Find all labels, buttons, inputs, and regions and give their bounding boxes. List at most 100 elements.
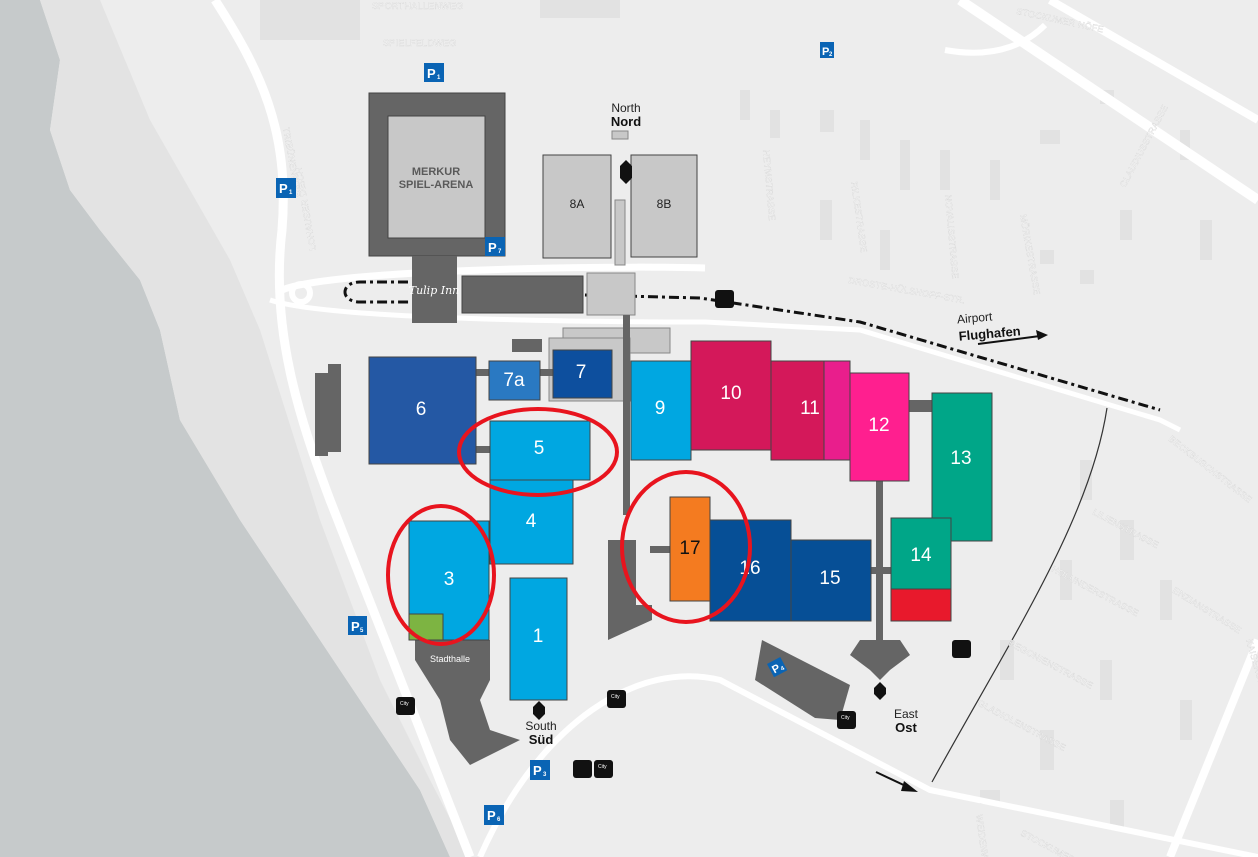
- svg-text:GLADIOLENSTRASSE: GLADIOLENSTRASSE: [976, 698, 1068, 753]
- hall-13[interactable]: 13: [931, 392, 993, 542]
- entrance-north[interactable]: North Nord: [611, 101, 641, 184]
- hall-12[interactable]: 12: [849, 372, 910, 482]
- building-west-1: [315, 373, 328, 456]
- svg-text:P: P: [279, 181, 288, 196]
- service-building: [461, 275, 584, 314]
- svg-text:KAISERSWERTHER STR.: KAISERSWERTHER STR.: [1244, 638, 1258, 749]
- svg-text:Airport: Airport: [956, 309, 993, 326]
- north-foyer: [586, 272, 636, 316]
- bus-icon: City: [396, 697, 415, 715]
- svg-text:7a: 7a: [503, 370, 525, 391]
- svg-text:Ost: Ost: [895, 720, 917, 735]
- hall-11[interactable]: 11: [770, 360, 851, 461]
- svg-text:City: City: [841, 715, 850, 721]
- river-water: [0, 0, 450, 857]
- svg-text:East: East: [894, 707, 919, 721]
- svg-text:Flughafen: Flughafen: [958, 323, 1021, 343]
- riverbank: [40, 0, 470, 857]
- highlight-circles: [386, 407, 752, 646]
- connector: [614, 199, 626, 266]
- svg-text:14: 14: [910, 545, 932, 566]
- svg-text:8B: 8B: [657, 197, 672, 211]
- svg-text:P: P: [822, 46, 829, 58]
- building-small: [512, 339, 542, 352]
- bus-icon: City: [594, 760, 613, 778]
- svg-text:1: 1: [437, 75, 441, 81]
- parking-p4[interactable]: P4: [767, 656, 788, 678]
- shuttle-route: [343, 280, 1161, 412]
- svg-text:Süd: Süd: [529, 732, 554, 747]
- svg-text:7: 7: [498, 249, 502, 255]
- hall-1[interactable]: 1: [509, 577, 568, 701]
- entrance-south[interactable]: South Süd: [525, 701, 557, 747]
- svg-text:8A: 8A: [570, 197, 585, 211]
- svg-text:SPORTHALLENWEG: SPORTHALLENWEG: [372, 1, 464, 11]
- hall-17[interactable]: 17: [669, 496, 711, 602]
- highlight-hall-17: [620, 470, 752, 624]
- svg-text:SPIELFELDWEG: SPIELFELDWEG: [383, 38, 457, 48]
- svg-text:3: 3: [543, 772, 547, 778]
- hall-7[interactable]: 7: [552, 349, 613, 399]
- hall-5[interactable]: 5: [489, 420, 591, 481]
- svg-text:South: South: [525, 719, 556, 733]
- hall-8B[interactable]: 8B: [630, 154, 698, 258]
- hall-9[interactable]: 9: [630, 360, 692, 461]
- building-west-2: [328, 364, 341, 452]
- fairground-boundary: [931, 407, 1108, 783]
- svg-text:North: North: [611, 101, 640, 115]
- svg-text:RILKESTRASSE: RILKESTRASSE: [849, 181, 869, 253]
- svg-text:6: 6: [416, 399, 427, 420]
- svg-text:BEGONIENSTRASSE: BEGONIENSTRASSE: [1007, 638, 1095, 691]
- svg-text:1: 1: [533, 626, 544, 647]
- svg-text:1: 1: [289, 190, 293, 196]
- svg-text:P: P: [487, 808, 496, 823]
- bus-icon: [573, 760, 592, 778]
- double-arrow-icon: [533, 701, 545, 720]
- merkur-spiel-arena[interactable]: MERKUR SPIEL-ARENA: [368, 92, 506, 257]
- roads: [211, 0, 1258, 857]
- svg-text:City: City: [611, 694, 620, 700]
- hall-6[interactable]: 6: [368, 356, 477, 465]
- arena-name-line2: SPIEL-ARENA: [399, 179, 474, 191]
- svg-text:P: P: [351, 619, 360, 634]
- stadthalle-label: Stadthalle: [430, 654, 470, 664]
- svg-text:DROSTE-HÜLSHOFF-STR.: DROSTE-HÜLSHOFF-STR.: [848, 275, 966, 305]
- hall-14[interactable]: 14: [890, 517, 952, 622]
- entrance-east[interactable]: East Ost: [874, 682, 919, 735]
- svg-text:4: 4: [780, 665, 786, 672]
- svg-text:City: City: [400, 701, 409, 707]
- arrow-right-icon: [977, 335, 1041, 345]
- hall-15[interactable]: 15: [790, 539, 872, 622]
- hall-7a[interactable]: 7a: [488, 360, 541, 401]
- tulip-inn-hotel[interactable]: Tulip Inn: [409, 256, 460, 323]
- svg-text:3: 3: [444, 569, 455, 590]
- svg-text:Nord: Nord: [611, 114, 641, 129]
- residential-area: [260, 0, 1212, 830]
- hall-10[interactable]: 10: [690, 340, 772, 451]
- southeast-direction-arrow: [875, 771, 918, 792]
- svg-text:2: 2: [829, 52, 833, 58]
- roundabout: [289, 281, 313, 305]
- svg-text:P: P: [533, 763, 542, 778]
- svg-text:City: City: [598, 764, 607, 770]
- bus-icon: City: [837, 711, 856, 729]
- svg-text:10: 10: [720, 383, 741, 404]
- svg-text:9: 9: [655, 398, 666, 419]
- hall-8A[interactable]: 8A: [542, 154, 612, 259]
- double-arrow-icon: [874, 682, 886, 700]
- svg-text:WEIDENWEG: WEIDENWEG: [974, 814, 992, 857]
- hall-3[interactable]: 3: [408, 520, 490, 641]
- svg-text:6: 6: [497, 817, 501, 823]
- highlight-hall-5: [457, 407, 619, 497]
- svg-text:13: 13: [950, 448, 971, 469]
- airport-direction[interactable]: Airport Flughafen: [956, 309, 1048, 345]
